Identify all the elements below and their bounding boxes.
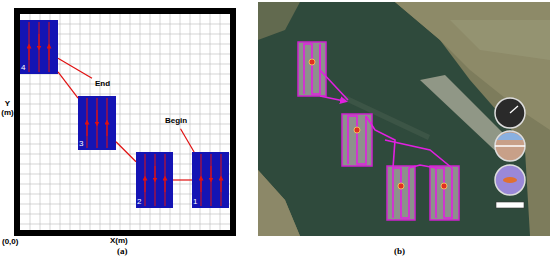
- area-number: 1: [193, 198, 197, 207]
- axis-label: Y (m): [1, 100, 14, 118]
- survey-area: 3: [78, 96, 116, 150]
- survey-area: 1: [192, 152, 229, 208]
- axis-label: (0,0): [2, 238, 18, 247]
- waypoint-text: End: [95, 80, 110, 89]
- waypoint-label: End: [95, 80, 110, 89]
- axis-label: (a): [117, 247, 128, 257]
- waypoint-text: Begin: [165, 117, 187, 126]
- survey-area: 4: [20, 20, 58, 74]
- area-number: 3: [79, 140, 83, 149]
- flight-path: [173, 179, 192, 180]
- area-number: 4: [21, 64, 25, 73]
- area-number: 2: [137, 198, 141, 207]
- waypoint-label: Begin: [165, 117, 187, 126]
- satellite-panel: [258, 2, 550, 236]
- axis-label: (b): [394, 247, 405, 257]
- flight-path: [116, 142, 136, 162]
- survey-area: 2: [136, 152, 173, 208]
- flight-path: [181, 129, 195, 152]
- grid-panel: [17, 11, 233, 233]
- flight-path: [58, 72, 78, 98]
- axis-label: X(m): [110, 237, 128, 246]
- flight-path: [58, 58, 92, 78]
